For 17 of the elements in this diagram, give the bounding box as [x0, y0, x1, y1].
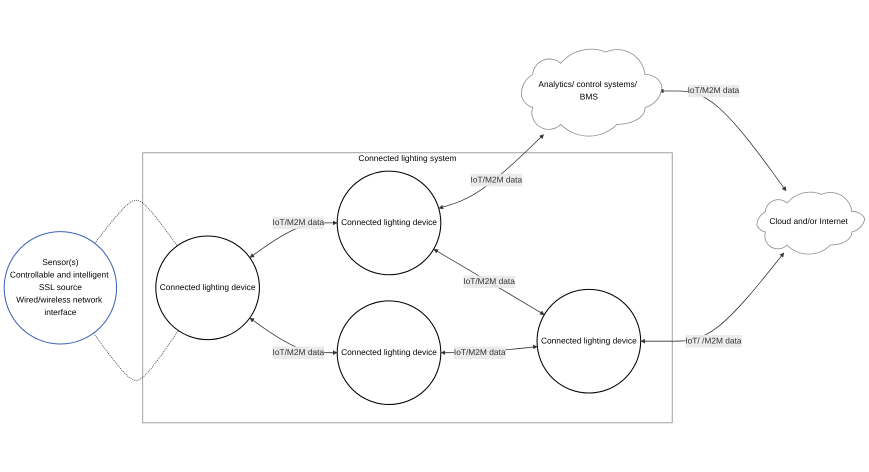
node-circle: Connected lighting device: [155, 235, 260, 340]
connector: [93, 330, 179, 381]
edge-label: IoT/M2M data: [272, 218, 324, 228]
node-circle: Sensor(s) Controllable and intelligent SSL source Wired/wireless network interface: [4, 231, 118, 345]
arrow: [659, 88, 786, 192]
edge-label: IoT/M2M data: [688, 86, 740, 96]
edge-label: IoT/M2M data: [272, 348, 324, 357]
arrow: [434, 249, 545, 315]
node-circle: Connected lighting device: [336, 300, 442, 406]
edge-label: IoT/M2M data: [463, 277, 515, 286]
node-circle: Connected lighting device: [336, 170, 442, 276]
edge-label: IoT/ /M2M data: [685, 336, 742, 346]
connector: [94, 200, 178, 246]
edge-label: IoT/M2M data: [470, 175, 522, 184]
arrow: [438, 134, 544, 210]
edge-label: IoT/M2M data: [454, 348, 506, 357]
node-circle: Connected lighting device: [536, 288, 642, 394]
